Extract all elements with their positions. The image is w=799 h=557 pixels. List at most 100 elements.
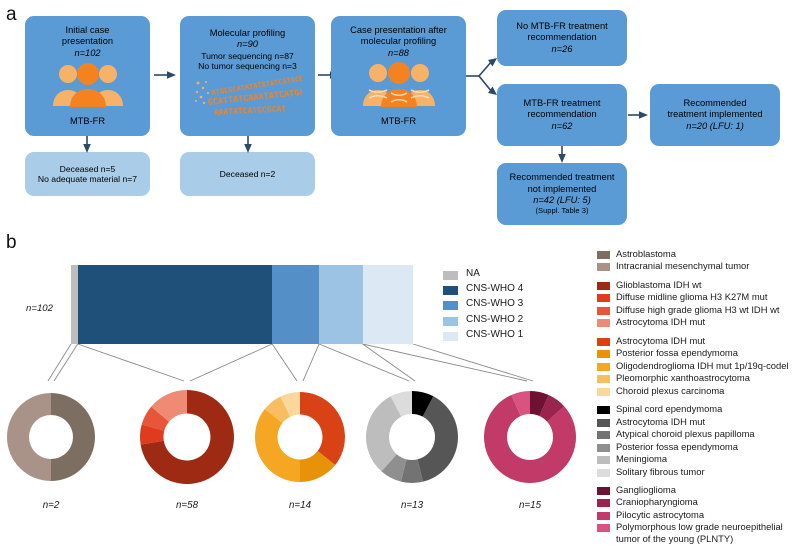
tumor-legend-item[interactable]: Diffuse midline glioma H3 K27M mut	[597, 291, 799, 303]
arrow-right-1	[154, 71, 176, 79]
donut-slice[interactable]	[484, 394, 576, 483]
donut-slice[interactable]	[390, 391, 412, 417]
donut-slice[interactable]	[151, 390, 187, 422]
donut-slice[interactable]	[280, 392, 300, 417]
connector-line	[189, 344, 273, 382]
donut-slice[interactable]	[511, 391, 530, 416]
connector-line	[53, 344, 79, 382]
tumor-legend-item[interactable]: Choroid plexus carcinoma	[597, 385, 799, 396]
donut-slice[interactable]	[381, 454, 407, 482]
donut-slice[interactable]	[530, 391, 549, 416]
flow-box-molecular-profiling: Molecular profiling n=90 Tumor sequencin…	[180, 16, 316, 136]
who-legend-item[interactable]: CNS-WHO 4	[443, 283, 523, 296]
legend-swatch	[597, 306, 610, 315]
connector-line	[362, 344, 416, 382]
tumor-legend-item[interactable]: Spinal cord ependymoma	[597, 403, 799, 415]
donut-slice[interactable]	[365, 396, 402, 472]
tumor-legend-item[interactable]: Pilocytic astrocytoma	[597, 509, 799, 520]
tumor-legend-item[interactable]: Astroblastoma	[597, 248, 799, 259]
legend-label: CNS-WHO 1	[466, 328, 524, 340]
bar-total-label: n=102	[26, 303, 53, 314]
flow-box-title: Initial case	[65, 25, 110, 36]
tumor-legend-item[interactable]: Solitary fibrous tumor	[597, 466, 799, 477]
donut-slice[interactable]	[417, 396, 458, 482]
legend-label: Pilocytic astrocytoma	[616, 508, 705, 520]
tumor-legend-item[interactable]: Meningioma	[597, 453, 799, 465]
flow-box-treatment-not-implemented: Recommended treatment not implemented n=…	[497, 163, 627, 225]
tumor-legend-item[interactable]: Atypical choroid plexus papilloma	[597, 428, 799, 440]
donut-slice[interactable]	[139, 424, 165, 445]
tumor-legend-item[interactable]: Astrocytoma IDH mut	[597, 316, 799, 328]
legend-label: Oligodendroglioma IDH mut 1p/19q-codel	[616, 359, 789, 371]
donut-slice[interactable]	[7, 393, 51, 481]
bar-segment-cns-who-1[interactable]	[362, 265, 413, 344]
donut-slice[interactable]	[51, 393, 95, 481]
donut-slice[interactable]	[264, 396, 291, 423]
flow-box-n: n=90	[237, 39, 258, 50]
flow-box-note: (Suppl. Table 3)	[535, 206, 589, 216]
connector-line	[47, 344, 72, 382]
bar-segment-cns-who-3[interactable]	[272, 265, 320, 344]
flow-box-mtb-recommendation: MTB-FR treatment recommendation n=62	[497, 84, 627, 146]
flow-box-title-line2: recommendation	[527, 32, 597, 43]
donut-slice[interactable]	[539, 394, 565, 422]
tumor-legend-item[interactable]: Astrocytoma IDH mut	[597, 416, 799, 427]
flow-box-line2: No adequate material n=7	[37, 174, 138, 184]
donut-slice[interactable]	[140, 390, 234, 484]
tumor-legend-item[interactable]: Craniopharyngioma	[597, 496, 799, 508]
connector-line	[271, 344, 298, 382]
who-legend-item[interactable]: NA	[443, 268, 523, 280]
who-legend-item[interactable]: CNS-WHO 2	[443, 314, 523, 326]
legend-label: Diffuse high grade glioma H3 wt IDH wt	[616, 303, 780, 315]
bar-segment-cns-who-4[interactable]	[77, 265, 273, 344]
tumor-legend-item[interactable]: Pleomorphic xanthoastrocytoma	[597, 372, 799, 384]
legend-label: Choroid plexus carcinoma	[616, 384, 725, 396]
legend-label: Astroblastoma	[616, 248, 676, 259]
legend-swatch	[597, 511, 610, 520]
donut-slice[interactable]	[400, 459, 424, 483]
arrow-down-2	[244, 136, 252, 153]
donut-slice[interactable]	[300, 392, 346, 466]
donut-slice[interactable]	[412, 391, 434, 417]
tumor-legend-item[interactable]: Glioblastoma IDH wt	[597, 279, 799, 290]
tumor-legend-item[interactable]: Oligodendroglioma IDH mut 1p/19q-codel	[597, 360, 799, 371]
donut-slice[interactable]	[255, 408, 300, 482]
legend-label: Craniopharyngioma	[616, 496, 698, 508]
legend-swatch	[597, 319, 610, 328]
legend-swatch	[597, 499, 610, 508]
flow-box-line4: No tumor sequencing n=3	[198, 61, 297, 72]
who-legend-item[interactable]: CNS-WHO 1	[443, 329, 523, 341]
legend-swatch	[597, 281, 610, 290]
donut-n-label-who2: n=13	[400, 500, 424, 511]
bar-segment-cns-who-2[interactable]	[319, 265, 363, 344]
flow-box-n: n=62	[551, 120, 573, 131]
flow-box-title-line2: treatment implemented	[667, 109, 763, 120]
legend-swatch	[597, 468, 610, 477]
legend-swatch	[597, 406, 610, 415]
legend-swatch	[443, 286, 458, 296]
bar-segment-na[interactable]	[71, 265, 78, 344]
tumor-legend-item[interactable]: Ganglioglioma	[597, 484, 799, 495]
flow-box-n: n=88	[388, 47, 409, 58]
tumor-legend-item[interactable]: Posterior fossa ependymoma	[597, 347, 799, 359]
legend-label: Atypical choroid plexus papilloma	[616, 428, 755, 440]
tumor-legend-item[interactable]: Diffuse high grade glioma H3 wt IDH wt	[597, 304, 799, 315]
tumor-legend-item[interactable]: Intracranial mesenchymal tumor	[597, 260, 799, 272]
arrow-branch	[466, 58, 497, 95]
tumor-legend-item[interactable]: Astrocytoma IDH mut	[597, 335, 799, 346]
donut-slice[interactable]	[300, 451, 336, 482]
donut-slice[interactable]	[141, 406, 170, 431]
donut-n-label-na: n=2	[42, 500, 60, 511]
tumor-legend-item[interactable]: Posterior fossa ependymoma	[597, 441, 799, 452]
tumor-legend-item[interactable]: Polymorphous low grade neuroepithelial t…	[597, 521, 799, 544]
people-icon	[50, 62, 126, 114]
legend-label: Posterior fossa ependymoma	[616, 347, 738, 359]
legend-label: Astrocytoma IDH mut	[616, 334, 706, 346]
connector-line	[318, 344, 410, 382]
flow-box-no-mtb-recommendation: No MTB-FR treatment recommendation n=26	[497, 10, 627, 66]
who-legend-item[interactable]: CNS-WHO 3	[443, 298, 523, 311]
connector-line	[77, 344, 185, 382]
panel-label-a: a	[6, 4, 17, 25]
legend-swatch	[597, 486, 610, 495]
legend-swatch	[443, 301, 458, 311]
